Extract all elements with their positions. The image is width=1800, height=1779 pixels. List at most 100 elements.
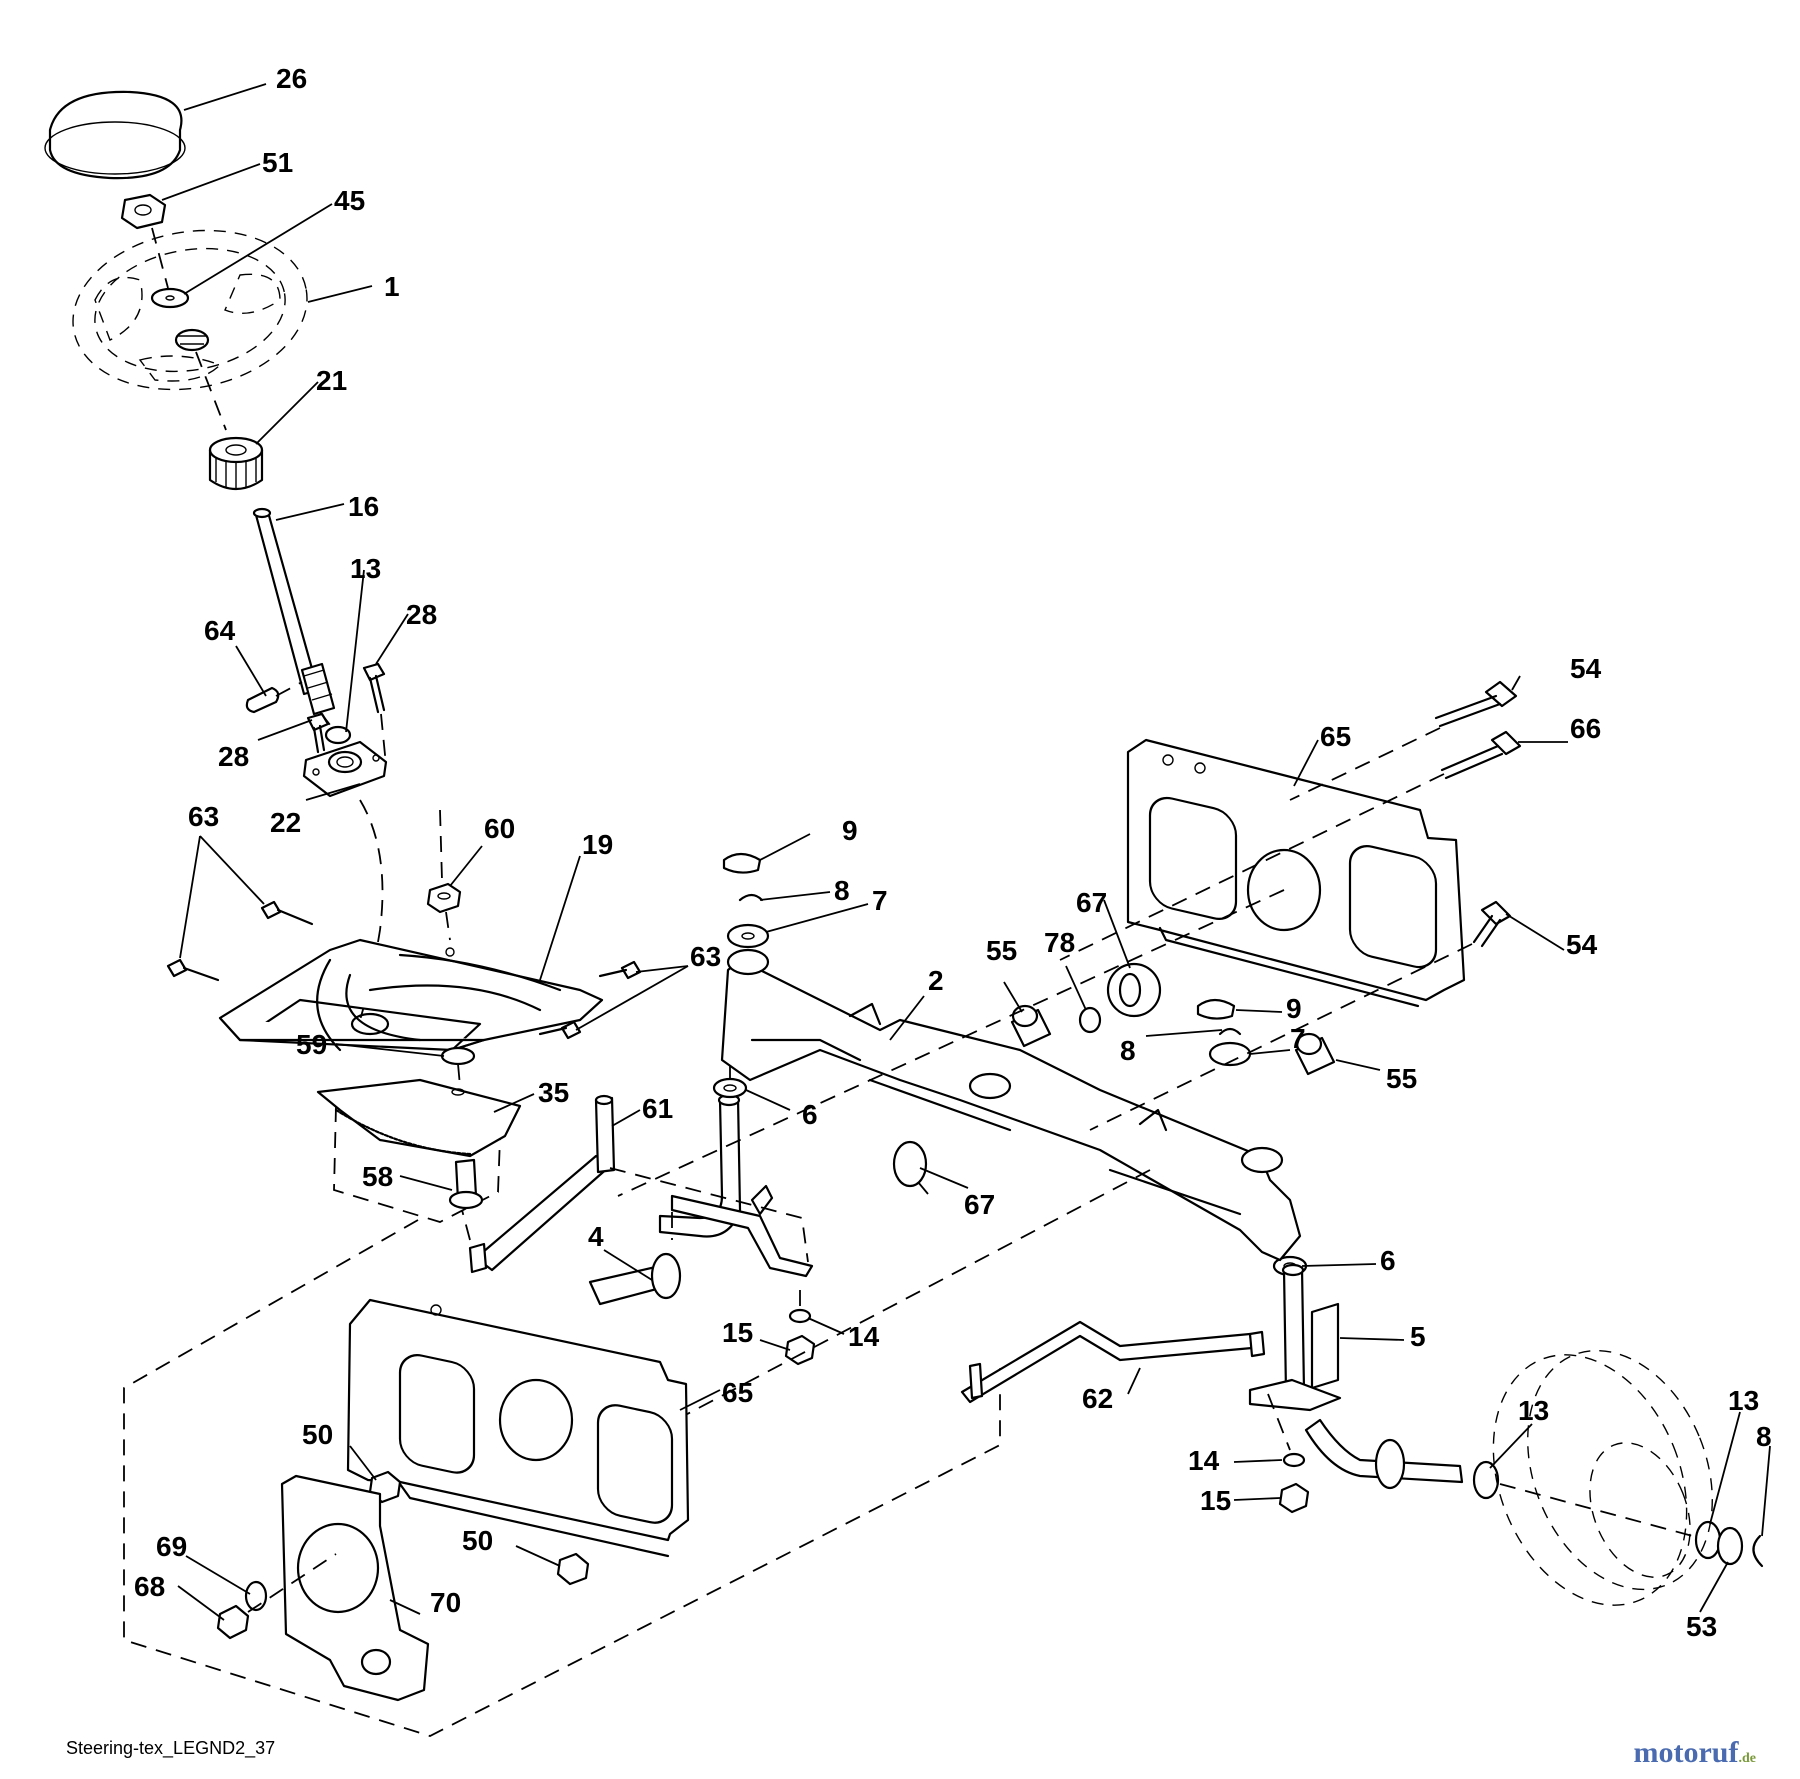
part-screw-63-d	[538, 1020, 582, 1040]
callout-1: 1	[384, 271, 400, 302]
part-bushing-55-right	[1294, 1032, 1336, 1076]
callout-35: 35	[538, 1077, 569, 1108]
leader-lines	[161, 83, 1771, 1621]
part-screw-63-a	[260, 900, 314, 926]
part-bolt-58	[448, 1158, 484, 1210]
callout-5: 5	[1410, 1321, 1426, 1352]
callout-14-left: 14	[848, 1321, 880, 1352]
part-screw-63-c	[598, 960, 642, 980]
part-washer-53	[1716, 1526, 1744, 1566]
callout-28-left: 28	[218, 741, 249, 772]
callout-63-left: 63	[188, 801, 219, 832]
callout-4: 4	[588, 1221, 604, 1252]
part-bearing-flange	[302, 740, 388, 798]
part-bolt-28-right	[362, 662, 387, 766]
callout-55-left: 55	[986, 935, 1017, 966]
part-washer-45-hole	[165, 295, 175, 301]
part-screw-63-b	[166, 958, 220, 982]
part-bolt-28-left	[306, 712, 330, 754]
part-bolt-66	[1440, 730, 1522, 780]
watermark-main: motoruf	[1633, 1736, 1739, 1769]
callout-63-right: 63	[690, 941, 721, 972]
callout-70: 70	[430, 1587, 461, 1618]
part-bushing-55-left	[1010, 1004, 1052, 1048]
part-washer-14-right	[1282, 1452, 1306, 1468]
callout-55-right: 55	[1386, 1063, 1417, 1094]
callout-64: 64	[204, 615, 236, 646]
part-cap-9-right	[1196, 998, 1236, 1020]
part-washer-7-left	[726, 923, 770, 949]
callout-62: 62	[1082, 1383, 1113, 1414]
watermark-logo: motoruf.de	[1634, 1736, 1756, 1770]
callout-69: 69	[156, 1531, 187, 1562]
part-wheel-hub	[174, 328, 210, 352]
part-nut-15-right	[1278, 1482, 1310, 1514]
callout-67-top: 67	[1076, 887, 1107, 918]
part-drag-link	[468, 1094, 616, 1274]
callout-50-top: 50	[302, 1419, 333, 1450]
part-clip-8-left	[738, 893, 764, 902]
part-washer-14-left	[788, 1308, 812, 1324]
callout-58: 58	[362, 1161, 393, 1192]
callout-19: 19	[582, 829, 613, 860]
part-tie-rod	[960, 1320, 1266, 1404]
part-sector-gear	[316, 1078, 522, 1158]
part-bolt-54-bottom	[1472, 900, 1512, 948]
part-nut-50-bottom	[556, 1552, 590, 1586]
part-steering-plate	[218, 938, 604, 1052]
part-washer-13-outer	[1694, 1520, 1722, 1560]
part-steering-shaft	[252, 507, 336, 716]
callout-67-bottom: 67	[964, 1189, 995, 1220]
part-washer-13-wheel	[1472, 1460, 1500, 1500]
part-steering-adapter	[208, 436, 264, 491]
callout-13-outer: 13	[1728, 1385, 1759, 1416]
part-washer-78	[1078, 1006, 1102, 1034]
callout-53: 53	[1686, 1611, 1717, 1642]
callout-51: 51	[262, 147, 293, 178]
part-washer-6-left	[712, 1077, 748, 1099]
callout-68: 68	[134, 1571, 165, 1602]
callout-7-right: 7	[1290, 1023, 1306, 1054]
part-clip-8-right	[1218, 1027, 1242, 1036]
callout-28-right: 28	[406, 599, 437, 630]
callout-50-bottom: 50	[462, 1525, 493, 1556]
callout-2: 2	[928, 965, 944, 996]
callout-15-right: 15	[1200, 1485, 1231, 1516]
callout-15-left: 15	[722, 1317, 753, 1348]
part-washer-45	[150, 287, 190, 309]
part-cotter-clip	[245, 681, 303, 714]
callout-26: 26	[276, 63, 307, 94]
part-bracket-70	[280, 1474, 430, 1702]
part-spacer-67-top	[1106, 962, 1162, 1018]
callout-45: 45	[334, 185, 365, 216]
part-washer-59	[440, 1046, 476, 1066]
callout-65-right: 65	[1320, 721, 1351, 752]
part-steering-wheel	[72, 229, 308, 391]
part-nut-60	[426, 882, 462, 914]
callout-9-left: 9	[842, 815, 858, 846]
part-front-axle	[720, 948, 1302, 1262]
callout-54-top: 54	[1570, 653, 1602, 684]
callout-13-shaft: 13	[350, 553, 381, 584]
callout-labels: 26 51 45 1 21 16 13 28 64 28 22 63 60 19…	[134, 63, 1772, 1642]
callout-14-right: 14	[1188, 1445, 1220, 1476]
part-frame-plate-left	[346, 1298, 690, 1558]
part-spindle-left	[588, 1093, 814, 1306]
part-steering-cap	[44, 90, 186, 180]
callout-8-right: 8	[1120, 1035, 1136, 1066]
part-bolt-54-top	[1434, 680, 1518, 728]
watermark-suffix: .de	[1738, 1751, 1757, 1766]
callout-8-wheel: 8	[1756, 1421, 1772, 1452]
part-spindle-right	[1248, 1263, 1464, 1490]
callout-78: 78	[1044, 927, 1075, 958]
part-front-wheel	[1492, 1349, 1713, 1606]
callout-8-left: 8	[834, 875, 850, 906]
part-clip-8-wheel	[1752, 1534, 1764, 1568]
callout-65-left: 65	[722, 1377, 753, 1408]
callout-7-left: 7	[872, 885, 888, 916]
part-frame-plate-right	[1126, 738, 1466, 1008]
callout-60: 60	[484, 813, 515, 844]
part-cap-9-left	[722, 852, 762, 874]
callout-6-right: 6	[1380, 1245, 1396, 1276]
